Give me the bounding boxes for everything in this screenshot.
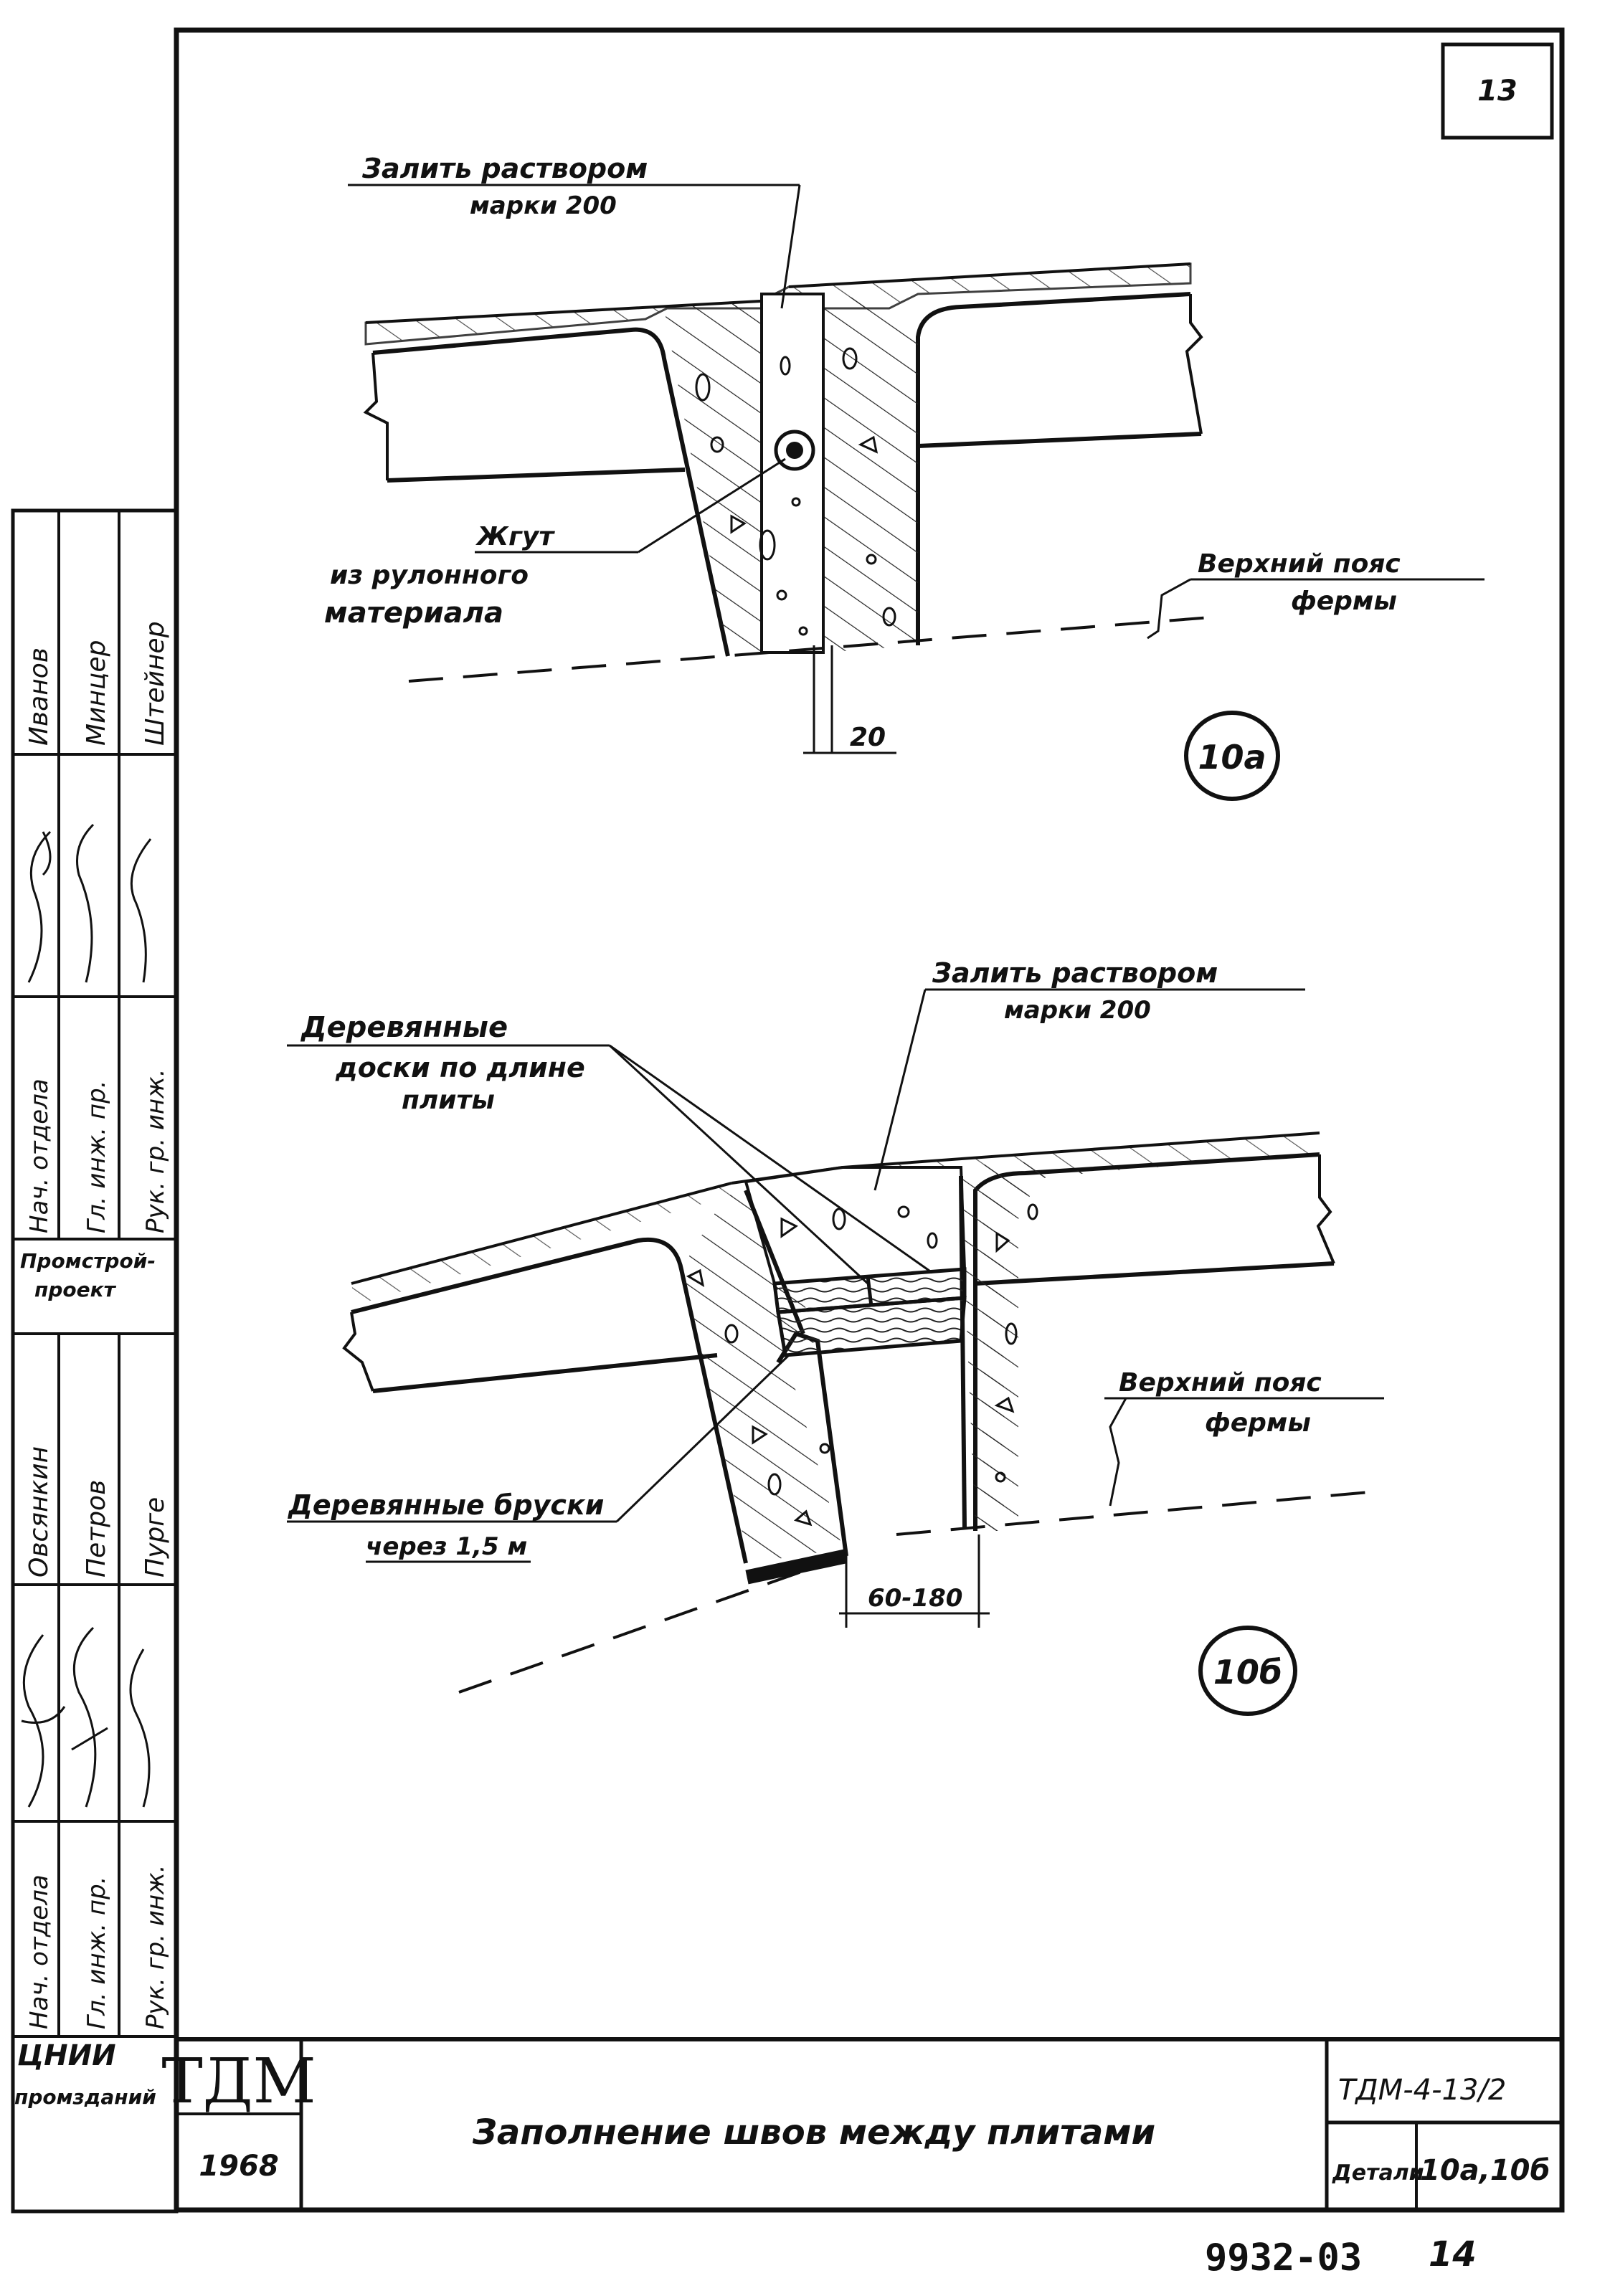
- slab-right-a: [916, 292, 1203, 645]
- stamp-column-top: Нач. отдела Гл. инж. пр. Рук. гр. инж. И…: [24, 621, 170, 1233]
- truss-line-b2: [896, 1490, 1378, 1536]
- chord-label-b-1: Верхний пояс: [1119, 1368, 1322, 1398]
- stamp-name-5: Петров: [82, 1480, 111, 1578]
- fill-label-a-2: марки 200: [470, 191, 617, 220]
- stamp-role-2: Гл. инж. пр.: [82, 1081, 111, 1233]
- stamp-role-5: Гл. инж. пр.: [82, 1877, 111, 2029]
- footer-page: 14: [1429, 2234, 1477, 2274]
- stamp-name-6: Пурге: [141, 1497, 170, 1578]
- sheet-number-box: 13: [1441, 42, 1554, 140]
- slab-left-b: [342, 1237, 748, 1564]
- leaders-a: [348, 184, 1484, 640]
- boards-label-b-3: плиты: [402, 1086, 495, 1115]
- stamp-name-3: Штейнер: [141, 621, 170, 746]
- joint-gap-a: [760, 293, 825, 654]
- detail-tag-a: 10а: [1184, 711, 1280, 801]
- tow-label-a-1: Жгут: [475, 522, 555, 551]
- wood-bar-b: [745, 1549, 847, 1585]
- detail-10a: 20 Залить раствором марки 200 Жгут из ру…: [324, 153, 1484, 801]
- stamp-role-6: Рук. гр. инж.: [141, 1864, 170, 2029]
- joint-fill-b-right: [961, 1162, 1090, 1531]
- gap-dimension-b: 60-180: [868, 1584, 962, 1613]
- joint-fill-b-left: [681, 1183, 843, 1563]
- fill-label-b-2: марки 200: [1004, 996, 1151, 1025]
- aggregate-a: [695, 347, 896, 636]
- chord-label-b-2: фермы: [1205, 1408, 1311, 1438]
- stamp-org-bottom-1: ЦНИИ: [17, 2039, 116, 2072]
- title-year: 1968: [199, 2150, 278, 2183]
- detail-label: Детали: [1332, 2160, 1424, 2186]
- stamp-role-1: Нач. отдела: [25, 1078, 54, 1233]
- tow-rope-a: [774, 430, 815, 471]
- stamp-org-bottom: ЦНИИ промзданий: [14, 2039, 156, 2109]
- fill-label-a-1: Залить раствором: [361, 153, 648, 184]
- bars-label-b-1: Деревянные бруски: [288, 1489, 604, 1521]
- left-stamp: [11, 508, 179, 2214]
- boards-label-b-2: доски по длине: [335, 1052, 585, 1083]
- stamp-signatures: [21, 823, 152, 1808]
- detail-tag-a-label: 10а: [1198, 738, 1266, 777]
- doc-code: ТДМ-4-13/2: [1338, 2074, 1506, 2107]
- gap-dimension-a: 20: [850, 723, 886, 752]
- stamp-org-bottom-2: промзданий: [14, 2085, 156, 2109]
- tow-label-a-2: из рулонного: [330, 561, 529, 590]
- joint-fill-a: [664, 301, 760, 656]
- title-logo: ТДМ: [161, 2046, 316, 2117]
- detail-value: 10а,10б: [1420, 2154, 1550, 2187]
- chord-label-a-1: Верхний пояс: [1198, 549, 1401, 579]
- slab-left-a: [363, 327, 730, 657]
- dimension-a: [803, 645, 896, 754]
- stamp-name-1: Иванов: [24, 647, 54, 746]
- truss-line-b: [458, 1555, 847, 1694]
- aggregate-b: [686, 1203, 1038, 1527]
- joint-fill-a2: [789, 295, 918, 653]
- detail-tag-b: 10б: [1198, 1626, 1297, 1716]
- stamp-column-bottom: Нач. отдела Гл. инж. пр. Рук. гр. инж. О…: [24, 1446, 170, 2029]
- tow-label-a-3: материала: [324, 597, 503, 630]
- stamp-org-line-2: проект: [34, 1278, 117, 1301]
- stamp-role-3: Рук. гр. инж.: [141, 1068, 170, 1233]
- sheet-number: 13: [1477, 75, 1517, 108]
- joint-fill-b-right2: [982, 1170, 1090, 1531]
- title-block: [174, 2039, 1562, 2210]
- stamp-role-4: Нач. отдела: [25, 1874, 54, 2029]
- dimension-b: [839, 1534, 990, 1628]
- stamp-name-4: Овсянкин: [24, 1446, 54, 1578]
- sheet-title: Заполнение швов между плитами: [472, 2112, 1155, 2153]
- wood-boards-b: [772, 1267, 967, 1357]
- leaders-b: [287, 988, 1384, 1523]
- fill-label-b-1: Залить раствором: [932, 957, 1218, 989]
- bars-label-b-2: через 1,5 м: [366, 1532, 527, 1561]
- detail-tag-b-label: 10б: [1213, 1653, 1282, 1692]
- stamp-name-2: Минцер: [82, 640, 111, 746]
- mortar-top-b: [744, 1166, 967, 1286]
- stamp-org-top: Промстрой- проект: [20, 1249, 156, 1301]
- stamp-org-line-1: Промстрой-: [20, 1249, 156, 1273]
- archive-number: 9932-03: [1205, 2236, 1362, 2280]
- detail-10b: 60-180 Деревянные доски по длине плиты З…: [287, 957, 1384, 1716]
- chord-label-a-2: фермы: [1291, 587, 1397, 616]
- boards-label-b-1: Деревянные: [300, 1011, 508, 1044]
